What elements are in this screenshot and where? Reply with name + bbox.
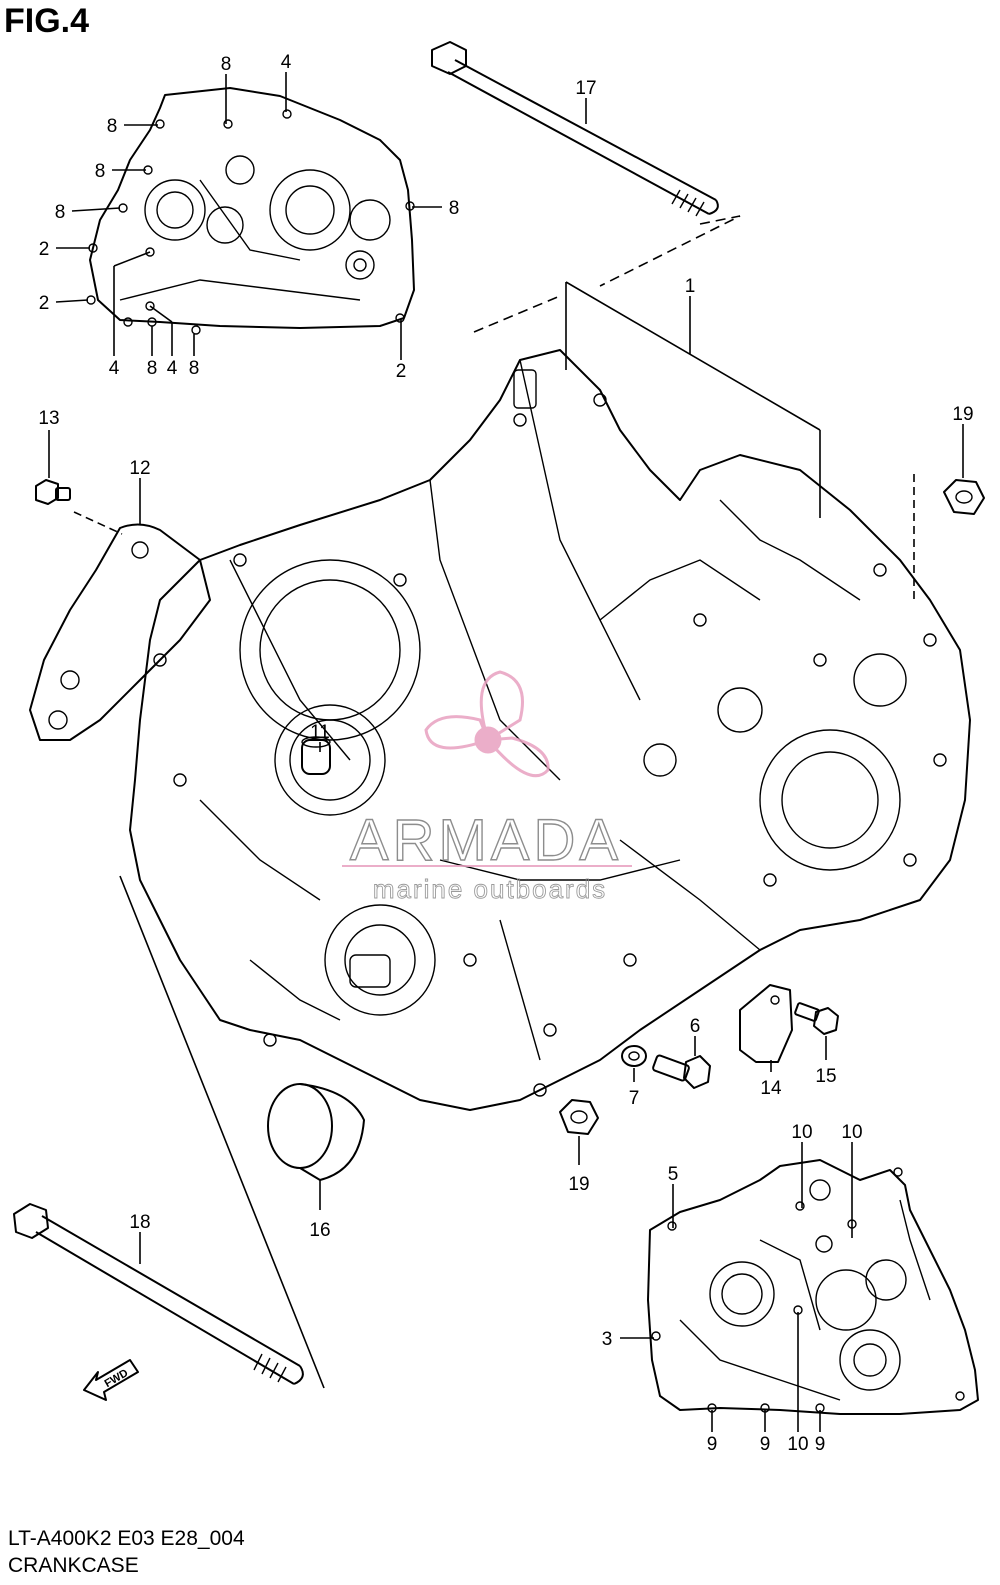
callout-8d: 8 (55, 202, 66, 223)
callout-2b: 2 (39, 293, 50, 314)
callout-8f: 8 (147, 358, 158, 379)
callout-14: 14 (760, 1078, 782, 1099)
callout-8g: 8 (189, 358, 200, 379)
callout-8e: 8 (449, 198, 460, 219)
seal-11[interactable] (301, 736, 331, 775)
watermark-tagline: marine outboards (373, 874, 607, 904)
plug-16[interactable] (267, 1083, 365, 1181)
callout-18: 18 (129, 1212, 150, 1233)
diagram-caption: CRANKCASE (8, 1554, 139, 1577)
callout-1: 1 (685, 276, 696, 297)
callout-15: 15 (815, 1066, 836, 1087)
callout-11: 11 (310, 722, 330, 743)
watermark-brand: ARMADA (350, 808, 622, 873)
callout-5: 5 (668, 1164, 679, 1185)
figure-title: FIG.4 (4, 2, 90, 40)
leader-lines (48, 72, 964, 1432)
callout-12: 12 (129, 458, 150, 479)
callout-10c: 10 (787, 1434, 808, 1455)
forward-arrow-icon: FWD (83, 1359, 139, 1401)
callout-4b: 4 (109, 358, 120, 379)
callout-19-bottom: 19 (568, 1174, 589, 1195)
watermark-logo-icon (424, 670, 550, 778)
bolt-15[interactable] (794, 1002, 839, 1035)
callout-4a: 4 (281, 52, 292, 73)
forward-arrow-label: FWD (103, 1367, 131, 1390)
callout-7: 7 (629, 1088, 640, 1109)
callout-8a: 8 (221, 54, 232, 75)
crankcase-right-inset (647, 1159, 979, 1415)
callout-9b: 9 (760, 1434, 771, 1455)
gasket-12[interactable] (29, 523, 211, 741)
callout-8c: 8 (95, 161, 106, 182)
callout-9a: 9 (707, 1434, 718, 1455)
bolt-18[interactable] (13, 1203, 304, 1385)
bolt-6[interactable] (652, 1054, 711, 1089)
callout-6: 6 (690, 1016, 701, 1037)
callout-10b: 10 (841, 1122, 862, 1143)
callout-8b: 8 (107, 116, 118, 137)
watermark: ARMADA marine outboards (342, 670, 632, 904)
callout-17: 17 (575, 78, 596, 99)
callout-2a: 2 (39, 239, 50, 260)
bolt-17[interactable] (431, 41, 719, 217)
nut-19-top[interactable] (943, 479, 985, 515)
callout-10a: 10 (791, 1122, 812, 1143)
callout-19-top: 19 (952, 404, 973, 425)
callout-9c: 9 (815, 1434, 826, 1455)
callout-4c: 4 (167, 358, 178, 379)
diagram-code: LT-A400K2 E03 E28_004 (8, 1527, 245, 1550)
washer-7[interactable] (621, 1045, 647, 1067)
callout-16: 16 (309, 1220, 330, 1241)
crankcase-main (129, 349, 971, 1111)
nut-19-bottom[interactable] (559, 1099, 599, 1135)
bolt-13[interactable] (35, 479, 71, 505)
crankcase-left-inset (86, 87, 415, 335)
callout-13: 13 (38, 408, 59, 429)
callout-labels: 17 1 12 13 19 11 18 16 19 7 6 14 15 5 3 … (38, 52, 973, 1455)
callout-2c: 2 (396, 361, 407, 382)
bracket-14[interactable] (739, 984, 793, 1063)
callout-3: 3 (602, 1329, 613, 1350)
